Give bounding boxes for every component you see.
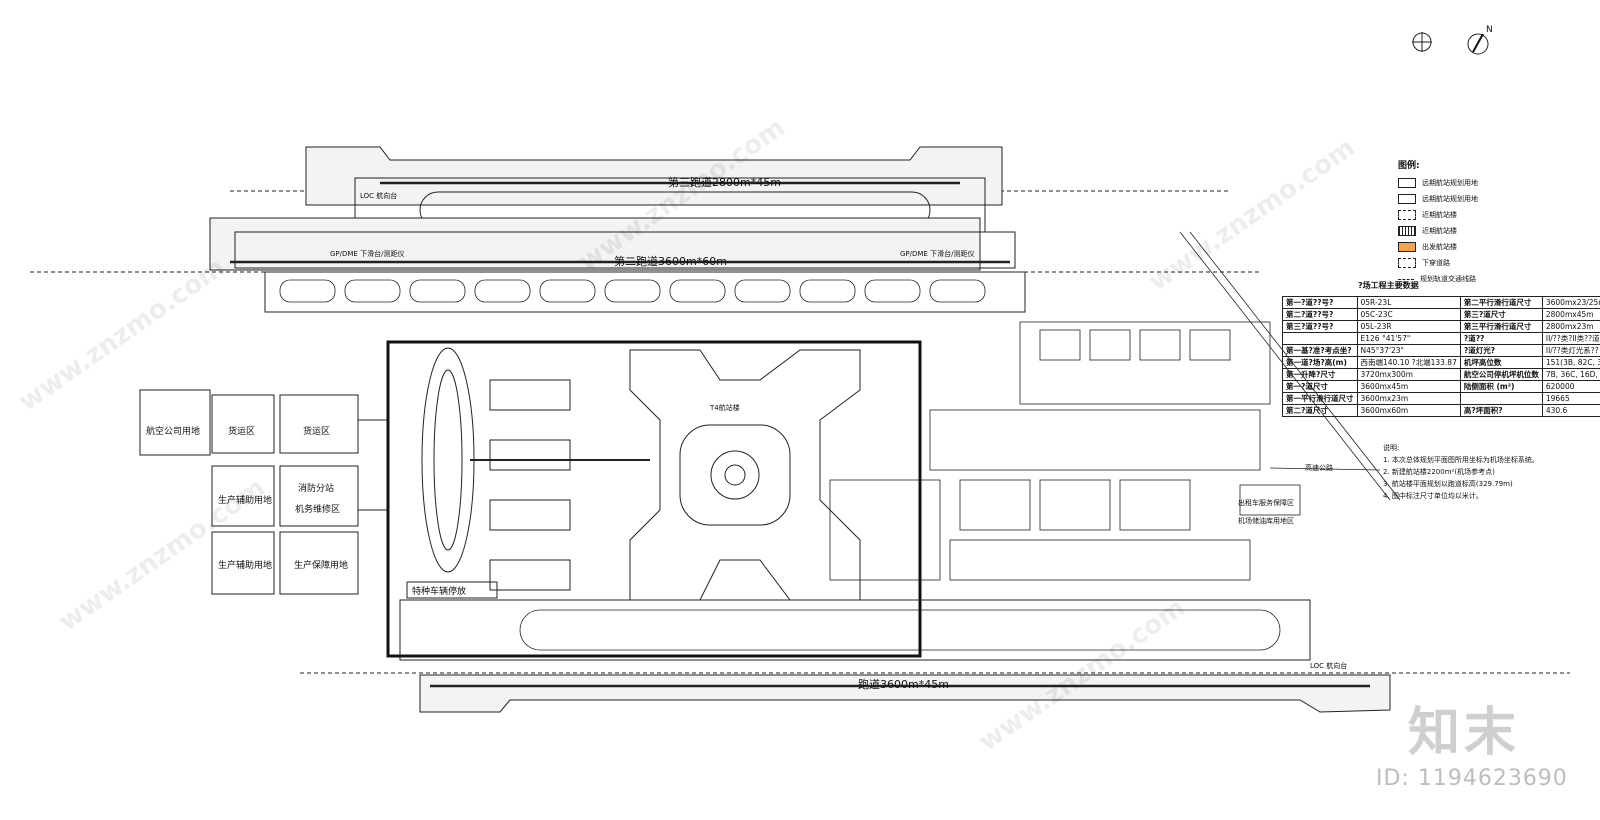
brand-logo: 知末 xyxy=(1408,703,1521,763)
cargo-area-label: 货运区 xyxy=(228,425,255,437)
north-label: N xyxy=(1486,25,1493,35)
legend-item: 近期航站楼 xyxy=(1398,223,1568,239)
legend: 图例: 远期航站规划用地 远期航站规划用地 近期航站楼 近期航站楼 出发航站楼 … xyxy=(1398,158,1568,287)
special-vehicle-label: 特种车辆停放 xyxy=(412,585,466,597)
table-row: E126 °41'57"?道??II/??类?II类??道 xyxy=(1282,332,1600,345)
note-line: 3. 航站楼平面规划以跑道标高(329.79m) xyxy=(1383,480,1513,488)
legend-swatch xyxy=(1398,258,1416,268)
table-caption: ?场工程主要数据 xyxy=(1358,281,1419,290)
gp-dme-label: GP/DME 下滑台/测距仪 xyxy=(900,249,974,258)
legend-swatch xyxy=(1398,178,1416,188)
second-runway-label: 第二跑道3600m*60m xyxy=(614,254,727,268)
legend-swatch xyxy=(1398,194,1416,204)
second-runway-zone xyxy=(209,217,1026,313)
landside-left xyxy=(139,389,498,599)
legend-label: 近期航站楼 xyxy=(1422,211,1457,219)
table-row: 第一基?准?考点坐?N45°37'23"?道灯光?II/??类灯光系?? xyxy=(1282,344,1600,357)
legend-item: 规划轨道交通线路 xyxy=(1398,271,1568,287)
image-id: ID: 1194623690 xyxy=(1376,766,1568,791)
notes-title: 说明: xyxy=(1383,444,1400,452)
note-line: 4. 图中标注尺寸单位均以米计。 xyxy=(1383,492,1483,500)
airline-land-label: 航空公司用地 xyxy=(146,425,200,437)
note-line: 2. 新建航站楼2200m²(机场参考点) xyxy=(1383,468,1495,476)
legend-label: 出发航站楼 xyxy=(1422,243,1457,251)
legend-swatch xyxy=(1398,278,1414,280)
notes: 说明: 1. 本次总体规划平面图所用坐标为机场坐标系统。 2. 新建航站楼220… xyxy=(1383,442,1583,502)
aux-land-label: 生产辅助用地 xyxy=(218,559,272,571)
aux-land-label: 生产辅助用地 xyxy=(218,494,272,506)
legend-swatch xyxy=(1398,242,1416,252)
legend-item: 远期航站规划用地 xyxy=(1398,191,1568,207)
note-line: 1. 本次总体规划平面图所用坐标为机场坐标系统。 xyxy=(1383,456,1539,464)
gp-dme-label: GP/DME 下滑台/测距仪 xyxy=(330,249,404,258)
main-terminal xyxy=(629,349,861,601)
legend-label: 远期航站规划用地 xyxy=(1422,179,1478,187)
main-runway-zone xyxy=(399,599,1391,713)
legend-label: 规划轨道交通线路 xyxy=(1420,275,1476,283)
fire-station-label: 消防分站 xyxy=(298,482,334,494)
terminal-label: T4航站楼 xyxy=(709,403,740,412)
legend-label: 远期航站规划用地 xyxy=(1422,195,1478,203)
legend-item: 近期航站楼 xyxy=(1398,207,1568,223)
service-area-label: 出租车服务保障区 xyxy=(1238,498,1294,507)
cargo-area-label: 货运区 xyxy=(303,425,330,437)
maintenance-label: 机务维修区 xyxy=(295,503,340,515)
legend-item: 出发航站楼 xyxy=(1398,239,1568,255)
support-land-label: 生产保障用地 xyxy=(294,559,348,571)
oil-depot-label: 机场储油库用地区 xyxy=(1238,516,1294,525)
terminal-focus-box xyxy=(386,340,922,658)
legend-swatch xyxy=(1398,210,1416,220)
satellite-terminal xyxy=(421,347,650,591)
third-runway-label: 第三跑道2800m*45m xyxy=(668,175,781,189)
highway-label: 高速公路 xyxy=(1305,463,1333,472)
legend-label: 近期航站楼 xyxy=(1422,227,1457,235)
legend-title: 图例: xyxy=(1398,161,1420,171)
third-runway-zone xyxy=(305,146,1003,233)
compass-icon: N xyxy=(1412,25,1493,55)
legend-item: 下穿道路 xyxy=(1398,255,1568,271)
loc-label: LOC 航向台 xyxy=(360,191,397,200)
legend-swatch xyxy=(1398,226,1416,236)
main-runway-label: 跑道3600m*45m xyxy=(858,677,949,691)
legend-label: 下穿道路 xyxy=(1422,259,1450,267)
loc-label: LOC 航向台 xyxy=(1310,661,1347,670)
legend-item: 远期航站规划用地 xyxy=(1398,175,1568,191)
